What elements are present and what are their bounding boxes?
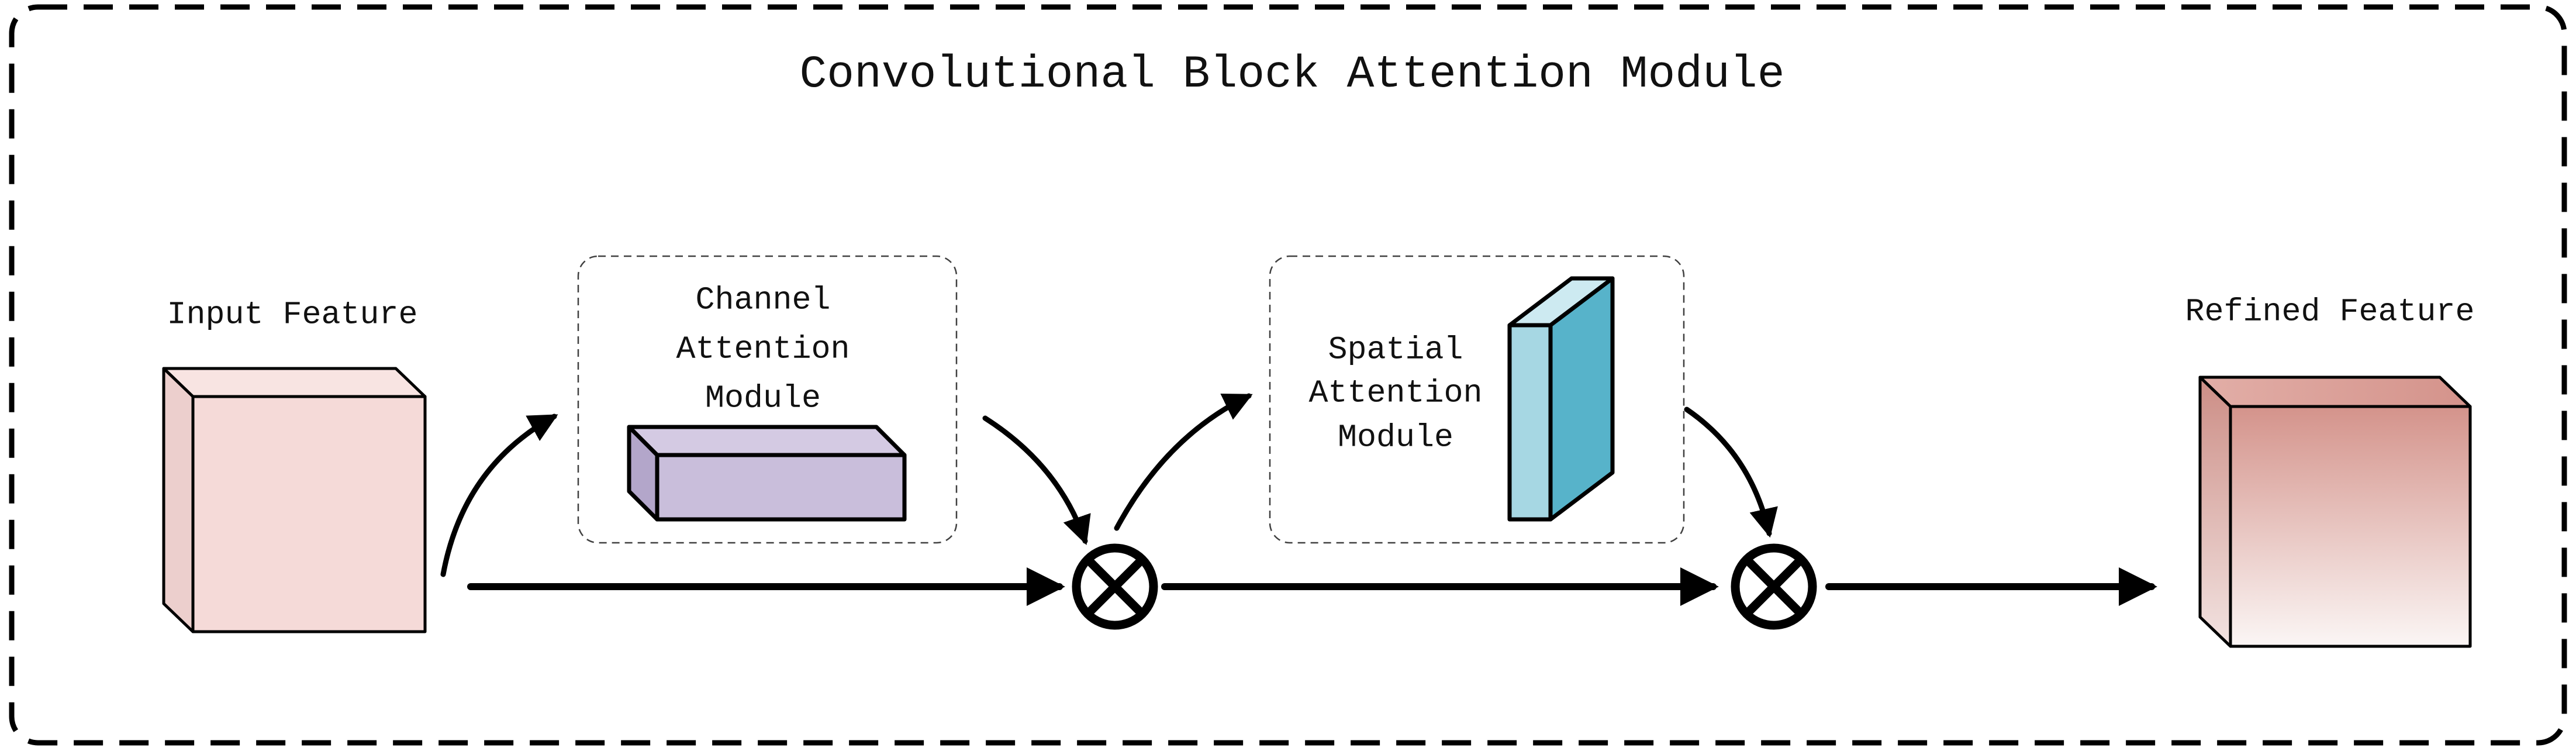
curved-arrow-channel-to-multiply1	[982, 415, 1091, 546]
diagram-title: Convolutional Block Attention Module	[799, 49, 1784, 101]
input-feature-block: Input Feature	[162, 297, 427, 633]
channel-module-label-line2: Attention	[676, 331, 850, 368]
spatial-module-label-line1: Spatial	[1328, 332, 1463, 368]
spatial-module-label-line2: Attention	[1308, 375, 1482, 412]
refined-feature-block: Refined Feature	[2185, 294, 2475, 648]
input-feature-label: Input Feature	[167, 297, 417, 333]
refined-cube-front-face	[2229, 405, 2472, 648]
spatial-plate-front-face	[1507, 323, 1553, 522]
curved-arrow-multiply1-to-spatial	[1114, 393, 1253, 531]
multiply-icon-2	[1731, 543, 1817, 630]
channel-module-dashed-box	[577, 255, 958, 544]
spatial-module-label-line3: Module	[1338, 419, 1453, 456]
channel-attention-module: Channel Attention Module	[577, 255, 958, 544]
multiply-icon-1	[1072, 543, 1158, 630]
curved-arrow-spatial-to-multiply2	[1684, 406, 1778, 538]
multiply1-cross-line-b	[1087, 559, 1143, 615]
refined-cube-side-face	[2198, 376, 2232, 648]
multiply2-cross-line-b	[1746, 559, 1802, 615]
spatial-attention-module: Spatial Attention Module	[1269, 255, 1685, 544]
channel-module-label-line1: Channel	[695, 282, 830, 319]
spatial-module-dashed-box	[1269, 255, 1685, 544]
input-cube-front-face	[191, 395, 427, 633]
outer-dashed-border	[9, 4, 2567, 746]
channel-slab-top-face	[627, 425, 907, 457]
input-cube-top-face	[162, 367, 427, 398]
channel-slab-front-face	[655, 453, 907, 522]
refined-cube-top-face	[2198, 376, 2472, 408]
curved-arrow-input-to-channel	[440, 414, 558, 577]
refined-feature-label: Refined Feature	[2185, 294, 2474, 330]
channel-module-label-line3: Module	[705, 380, 821, 417]
input-cube-side-face	[162, 367, 195, 633]
